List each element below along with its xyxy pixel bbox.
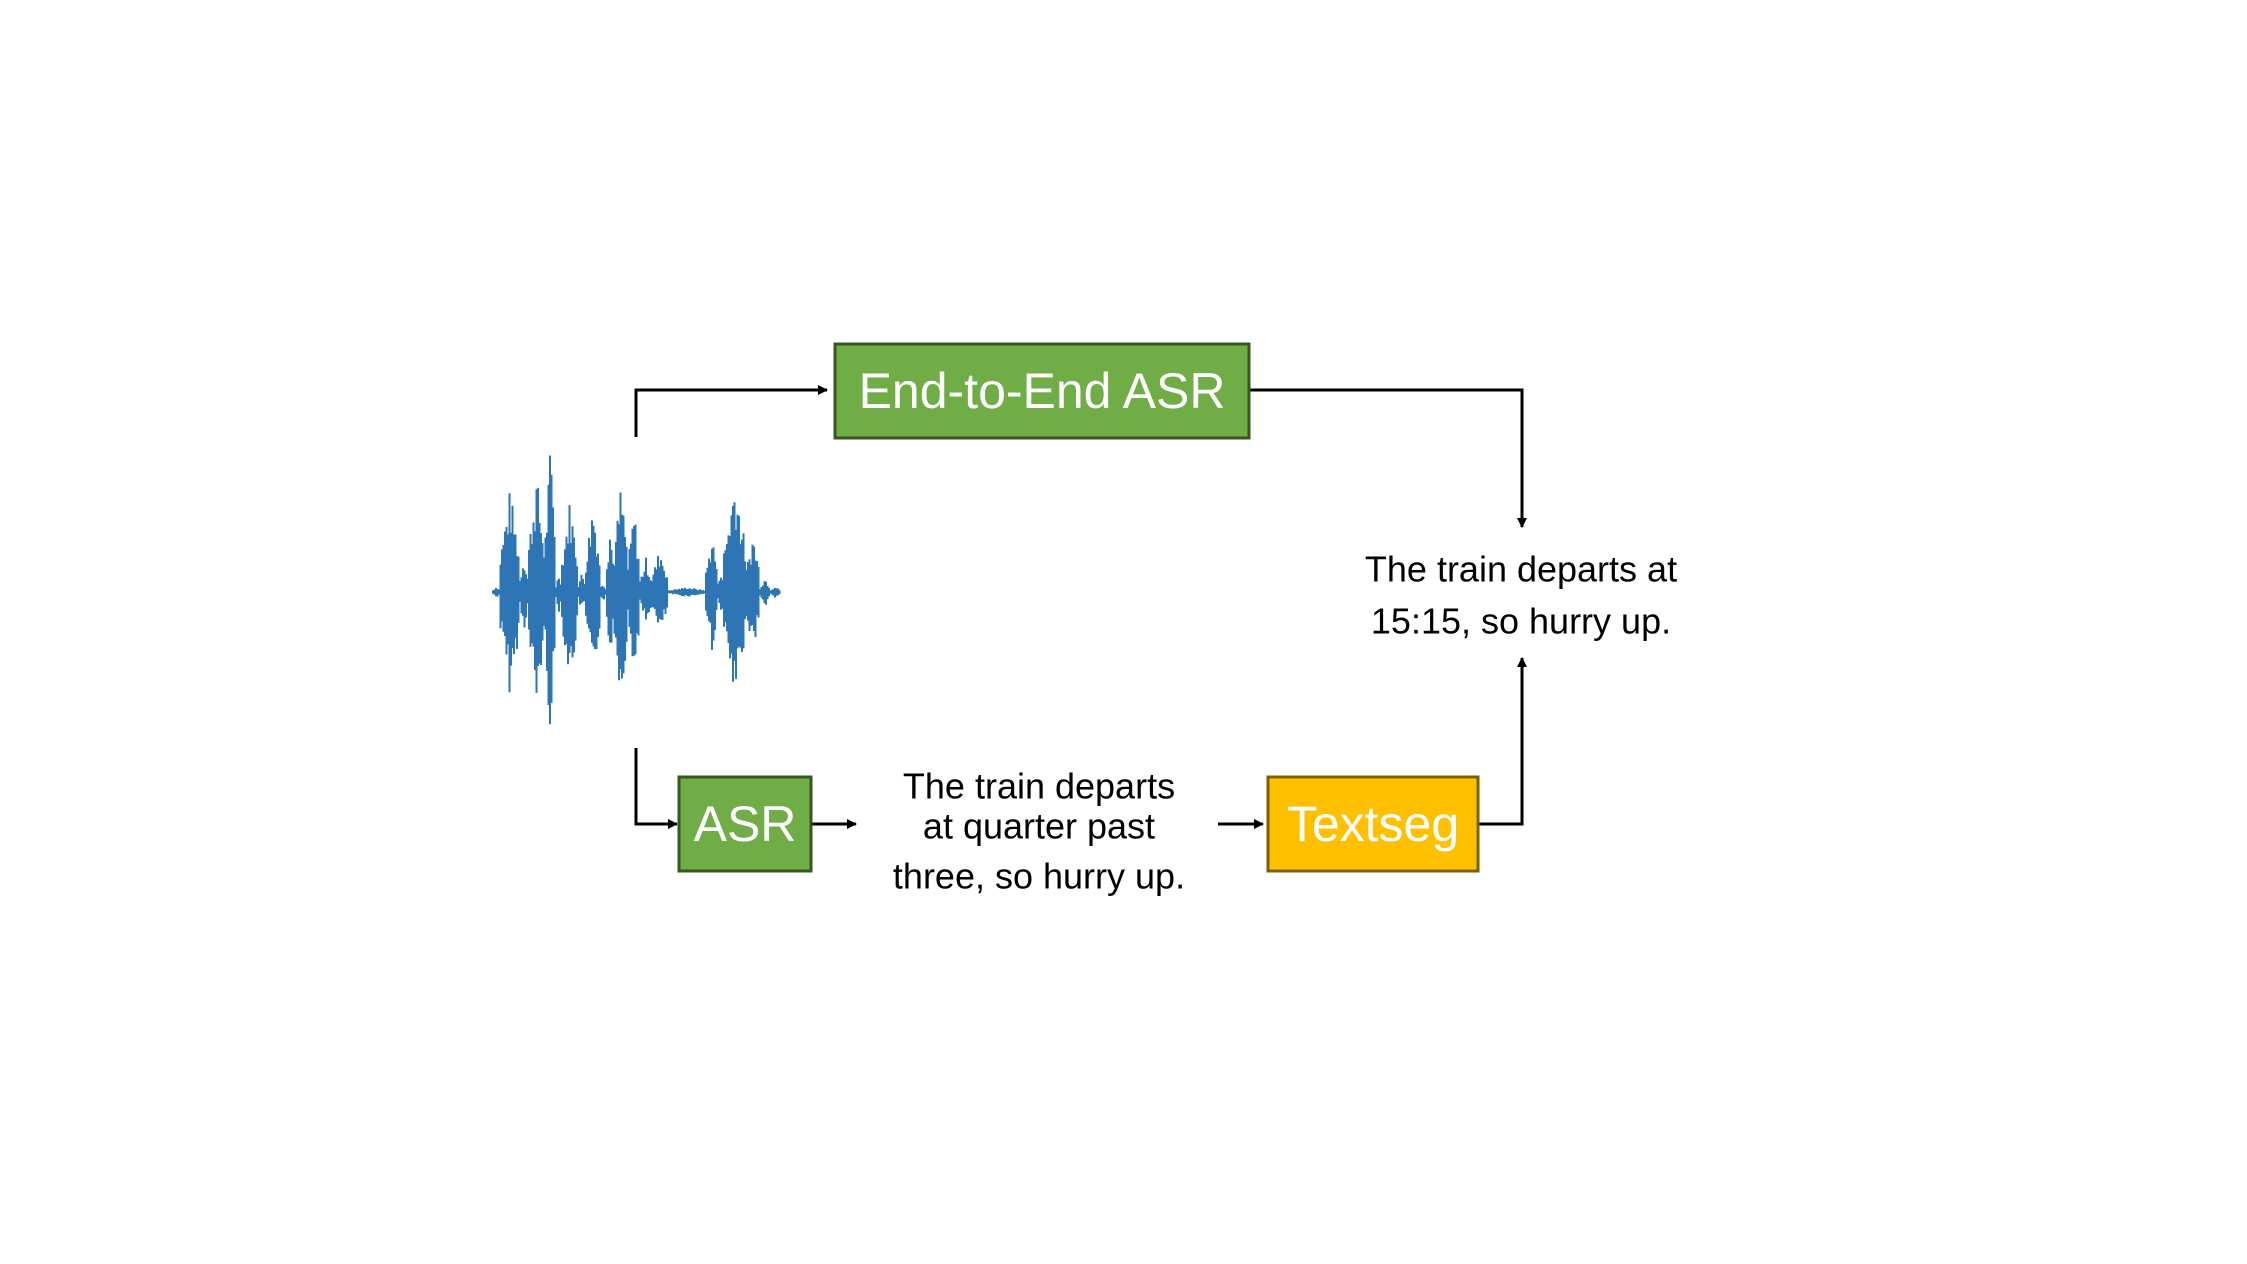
textseg-label: Textseg: [1287, 796, 1459, 852]
asr-output-text: The train departs at quarter past three,…: [893, 766, 1185, 897]
connector-wave-to-e2e: [634, 385, 828, 437]
asr-box: ASR: [677, 775, 813, 873]
asr-label: ASR: [694, 796, 797, 852]
end-to-end-asr-box: End-to-End ASR: [833, 342, 1251, 440]
asr-output-line-2: at quarter past: [923, 806, 1155, 847]
end-to-end-asr-label: End-to-End ASR: [859, 363, 1226, 419]
connector-wave-to-asr: [634, 748, 678, 829]
asr-output-line-1: The train departs: [903, 766, 1175, 807]
final-output-text: The train departs at 15:15, so hurry up.: [1365, 549, 1677, 642]
textseg-box: Textseg: [1266, 775, 1480, 873]
final-output-line-1: The train departs at: [1365, 549, 1677, 590]
audio-waveform-icon: [492, 455, 781, 725]
asr-output-line-3: three, so hurry up.: [893, 856, 1185, 897]
connector-e2e-to-output: [1250, 388, 1527, 528]
connector-textseg-to-output: [1479, 657, 1527, 826]
final-output-line-2: 15:15, so hurry up.: [1371, 601, 1671, 642]
